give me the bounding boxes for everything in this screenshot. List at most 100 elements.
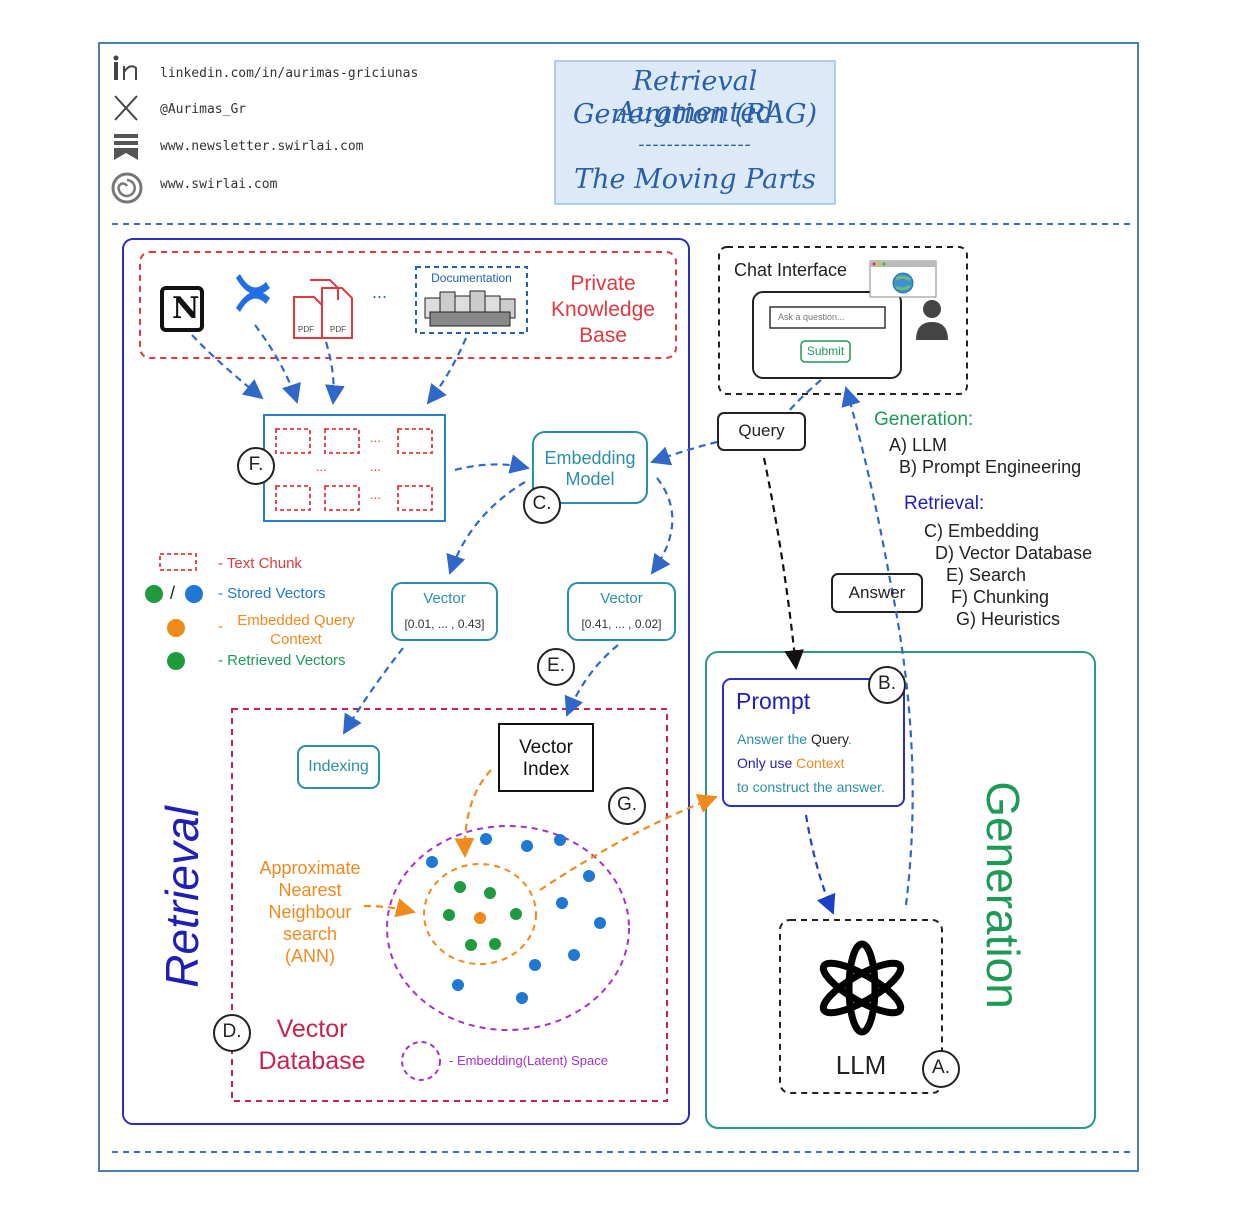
kb-line-1: Private [570, 272, 636, 295]
submit-button-box [800, 340, 851, 363]
embedding-model-label: Embedding Model [533, 448, 647, 490]
knowledge-base-label: Private Knowledge Base [540, 271, 666, 349]
legend-retrieved-vectors: - Retrieved Vectors [218, 652, 346, 669]
legend-stored-vectors: - Stored Vectors [218, 585, 326, 602]
embedding-model-box [532, 431, 648, 504]
x-handle-link[interactable]: @Aurimas_Gr [160, 102, 247, 117]
chat-window [752, 291, 902, 379]
legend-query-line-1: Embedded Query [237, 612, 355, 629]
linkedin-link[interactable]: linkedin.com/in/aurimas-griciunas [160, 66, 419, 81]
marker-b: B. [878, 673, 896, 694]
title-line-1: Retrieval Augmented [616, 66, 774, 128]
query-to-prompt-arrow [762, 457, 805, 670]
outline-item-c: C) Embedding [924, 521, 1040, 541]
embedding-line-2: Model [565, 469, 615, 489]
latent-space-ellipse [386, 825, 630, 1031]
legend-green-dot [145, 585, 163, 603]
outline-item-e: E) Search [946, 565, 1027, 585]
notion-icon [160, 286, 204, 332]
ann-flow-arrows [363, 769, 718, 918]
ann-label: Approximate Nearest Neighbour search (AN… [245, 857, 375, 967]
question-input-box [769, 306, 886, 329]
legend-slash: / [170, 583, 176, 603]
query-label: Query [738, 421, 785, 440]
ann-line-4: search [282, 924, 338, 944]
pdf-icon [293, 279, 353, 339]
legend-dash: - [218, 618, 223, 635]
pdf-label-1: PDF [298, 325, 314, 334]
title-divider: ---------------- [638, 134, 752, 155]
vector-index-box [498, 723, 594, 792]
prompt-title: Prompt [736, 688, 811, 714]
prompt-line-1c: . [848, 731, 852, 747]
vector-index-line-2: Index [522, 759, 570, 780]
legend-orange-dot [167, 619, 185, 637]
prompt-line-3: to construct the answer. [737, 779, 885, 795]
outline-item-b: B) Prompt Engineering [899, 457, 1082, 477]
outline-item-d: D) Vector Database [935, 543, 1093, 563]
legend-query-context: Embedded Query Context [226, 611, 366, 649]
x-icon [114, 95, 138, 121]
documentation-label: Documentation [431, 271, 512, 285]
vector-index-label: Vector Index [499, 737, 593, 781]
document-stack-icon [424, 290, 516, 327]
chunk-ellipsis-4: ... [370, 487, 381, 502]
query-vector-dot [474, 912, 486, 924]
user-icon [916, 300, 948, 340]
prompt-context-word: Context [796, 755, 845, 771]
kb-line-2: Knowledge [551, 298, 655, 321]
title-box [554, 60, 836, 205]
marker-circles [213, 447, 960, 1088]
question-input[interactable]: Ask a question... [778, 312, 845, 322]
outline-item-g: G) Heuristics [956, 609, 1061, 629]
knowledge-base-frame [139, 251, 677, 359]
legend-chunk-symbol [159, 553, 197, 571]
browser-icon [869, 260, 937, 298]
llm-label: LLM [835, 1050, 887, 1080]
retrieved-vectors [443, 881, 522, 951]
prompt-line-2a: Only use [737, 755, 797, 771]
sources-ellipsis: ... [372, 282, 388, 302]
vector-box-right [567, 582, 676, 641]
chunk-ellipsis-1: ... [370, 430, 381, 445]
indexing-box [297, 745, 380, 789]
legend-text-chunk: - Text Chunk [218, 555, 302, 572]
outline-generation-title: Generation: [874, 409, 974, 430]
retrieval-side-label: Retrieval [156, 806, 208, 988]
submit-button[interactable]: Submit [806, 344, 845, 358]
marker-c: C. [532, 493, 552, 514]
ann-line-3: Neighbour [268, 902, 352, 922]
legend-query-line-2: Context [270, 631, 322, 648]
vector-left-label: Vector [423, 590, 466, 607]
ann-line-5: (ANN) [285, 946, 335, 966]
legend-retrieved-dot [167, 652, 185, 670]
chunks-box [263, 414, 446, 522]
ann-ellipse [423, 863, 537, 965]
marker-f: F. [248, 454, 264, 475]
vector-db-line-1: Vector [276, 1015, 348, 1043]
swirl-icon [111, 172, 143, 204]
vector-database-label: Vector Database [247, 1013, 377, 1077]
generation-frame [705, 651, 1096, 1129]
linkedin-icon [113, 55, 137, 80]
website-link[interactable]: www.swirlai.com [160, 177, 278, 192]
embedding-line-1: Embedding [544, 448, 636, 468]
marker-d: D. [222, 1021, 242, 1042]
chat-interface-title: Chat Interface [734, 260, 848, 280]
chunk-ellipsis-3: ... [370, 459, 381, 474]
retrieval-frame [122, 238, 690, 1125]
marker-g: G. [616, 794, 638, 815]
chat-interface-frame [718, 246, 968, 395]
outline-item-f: F) Chunking [951, 587, 1050, 607]
newsletter-link[interactable]: www.newsletter.swirlai.com [160, 139, 364, 154]
vector-database-frame [231, 708, 668, 1102]
kb-line-3: Base [579, 324, 627, 347]
notion-letter: N [172, 291, 200, 326]
generation-side-label: Generation [977, 781, 1029, 1009]
chunk-ellipsis-2: ... [316, 459, 327, 474]
newsletter-icon [114, 134, 138, 160]
outer-frame [98, 42, 1139, 1172]
query-box [717, 412, 806, 451]
